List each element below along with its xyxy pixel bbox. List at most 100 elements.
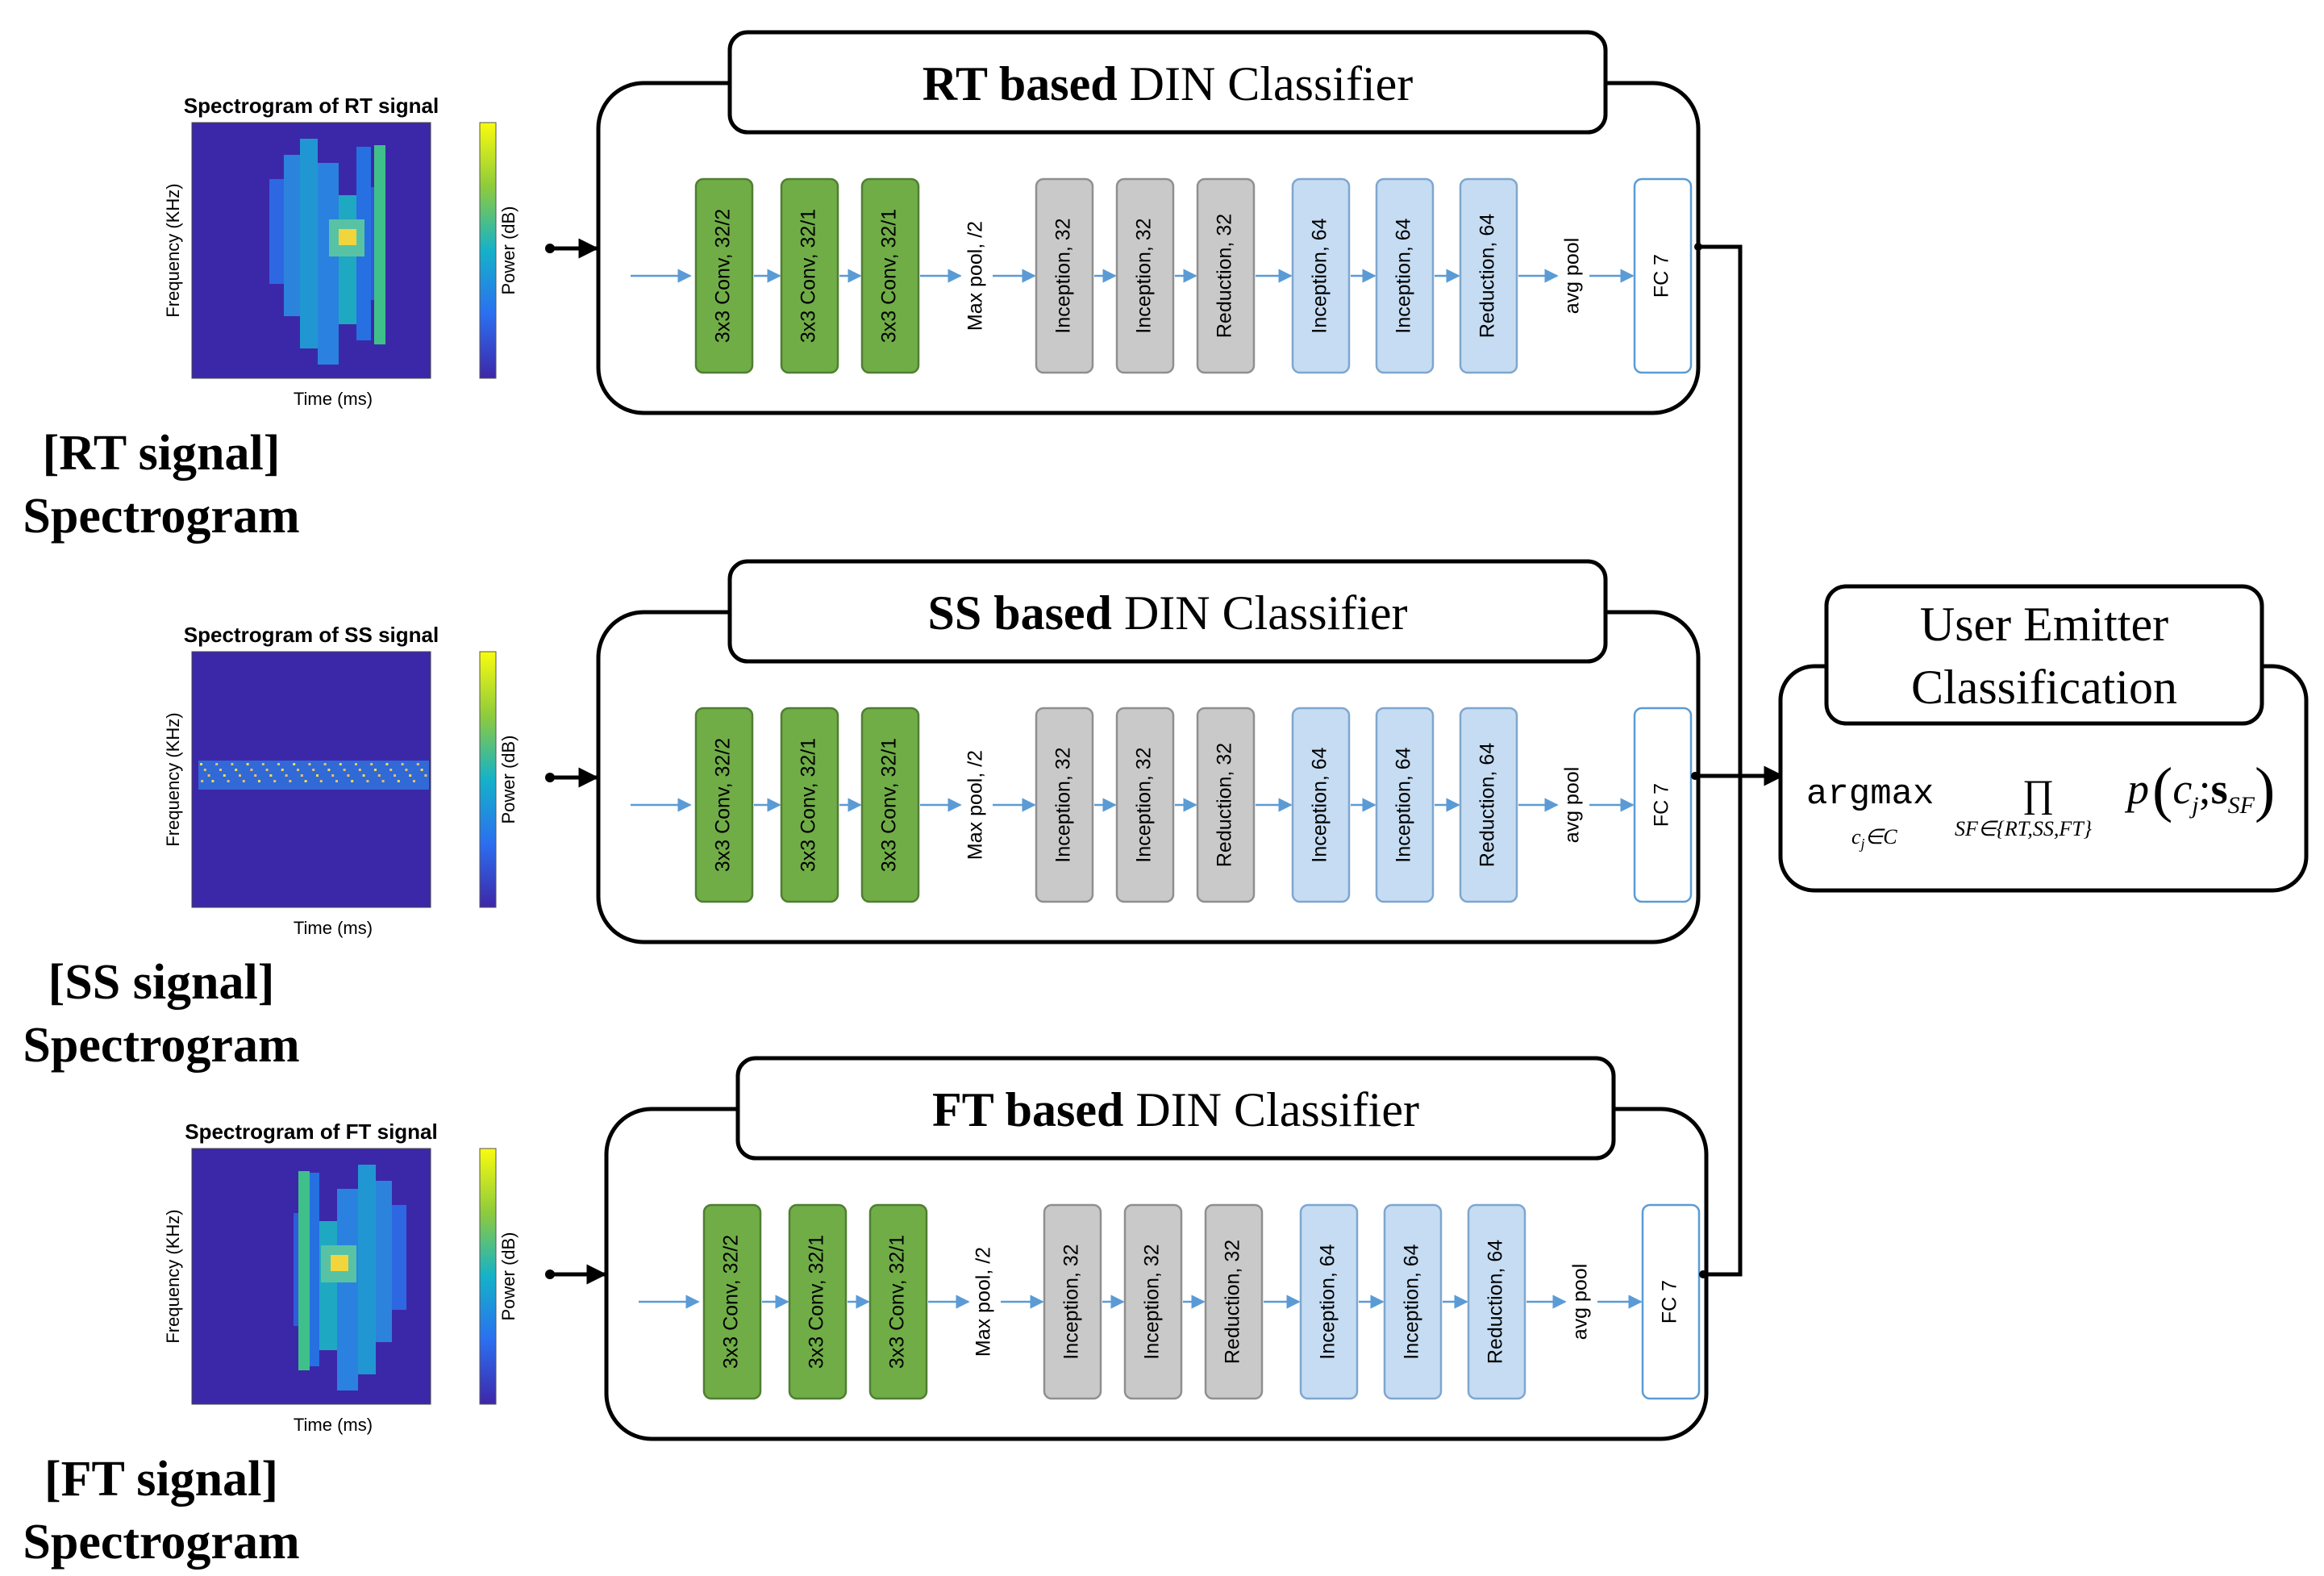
- input-arrow-tail: [545, 773, 555, 782]
- layer-box: [1196, 707, 1256, 903]
- caption-ss: [SS signal]Spectrogram: [23, 955, 299, 1073]
- layer-label: Max pool, /2: [972, 1247, 995, 1357]
- layer-blue-10: Reduction, 64: [1459, 177, 1518, 374]
- layer-box: [1035, 177, 1094, 374]
- classifier-title: FT based DIN Classifier: [932, 1083, 1419, 1136]
- layer-box: [1467, 1203, 1526, 1400]
- layer-label: Reduction, 32: [1222, 1240, 1244, 1364]
- layer-gray-5: Inception, 32: [1035, 177, 1094, 374]
- layer-box: [780, 177, 839, 374]
- layer-box: [1641, 1203, 1701, 1400]
- layer-box: [1375, 177, 1435, 374]
- layer-label: Reduction, 32: [1214, 214, 1236, 338]
- layer-text-11: avg pool: [1561, 238, 1584, 315]
- spectrogram-y-axis-label: Frequency (KHz): [163, 712, 183, 846]
- caption-line1: [RT signal]: [43, 426, 281, 481]
- layer-label: FC 7: [1651, 254, 1673, 298]
- layer-label: Inception, 64: [1401, 1244, 1423, 1359]
- layer-label: Inception, 64: [1393, 218, 1415, 333]
- layer-label: Reduction, 64: [1485, 1240, 1507, 1364]
- spectrogram-x-axis-label: Time (ms): [294, 1415, 373, 1435]
- spectrogram-title: Spectrogram of FT signal: [185, 1119, 438, 1144]
- formula-argmax-subscript: cj∈C: [1851, 825, 1897, 852]
- layer-conv-2: 3x3 Conv, 32/1: [780, 177, 839, 374]
- spectrogram-colorbar: [479, 122, 497, 379]
- layer-gray-7: Reduction, 32: [1196, 177, 1256, 374]
- layer-label: avg pool: [1569, 1264, 1592, 1340]
- classifier-title: SS based DIN Classifier: [927, 586, 1407, 640]
- layer-text-4: Max pool, /2: [964, 221, 987, 331]
- layer-label: Inception, 64: [1317, 1244, 1339, 1359]
- caption-line1: [FT signal]: [44, 1452, 278, 1507]
- layer-label: Inception, 32: [1052, 218, 1075, 333]
- layer-label: 3x3 Conv, 32/1: [886, 1235, 909, 1369]
- layer-gray-6: Inception, 32: [1115, 177, 1175, 374]
- layer-label: Inception, 64: [1309, 218, 1331, 333]
- caption-line2: Spectrogram: [23, 1515, 299, 1570]
- layer-label: 3x3 Conv, 32/1: [798, 209, 820, 343]
- layer-fc-12: FC 7: [1633, 707, 1693, 903]
- layer-gray-7: Reduction, 32: [1196, 707, 1256, 903]
- classifier-ss: SS based DIN Classifier 3x3 Conv, 32/2 3x3…: [596, 559, 1701, 944]
- layer-label: 3x3 Conv, 32/1: [806, 1235, 828, 1369]
- layer-label: 3x3 Conv, 32/2: [720, 1235, 743, 1369]
- layer-label: Inception, 32: [1060, 1244, 1083, 1359]
- layer-label: avg pool: [1561, 767, 1584, 844]
- spectrogram-energy-pattern: [269, 139, 385, 365]
- spectrogram-title: Spectrogram of RT signal: [184, 94, 439, 118]
- layer-blue-9: Inception, 64: [1375, 707, 1435, 903]
- layer-label: Inception, 64: [1309, 747, 1331, 862]
- layer-box: [1299, 1203, 1359, 1400]
- output-block: User Emitter Classification argmax cj∈C …: [1778, 584, 2309, 893]
- layer-box: [1123, 1203, 1183, 1400]
- layer-conv-3: 3x3 Conv, 32/1: [860, 177, 920, 374]
- layer-blue-8: Inception, 64: [1291, 177, 1351, 374]
- spectrogram-colorbar: [479, 651, 497, 908]
- output-connector: [1691, 243, 1785, 1278]
- spectrogram-y-axis-label: Frequency (KHz): [163, 183, 183, 317]
- layer-label: FC 7: [1659, 1280, 1681, 1324]
- layer-conv-2: 3x3 Conv, 32/1: [780, 707, 839, 903]
- caption-rt: [RT signal]Spectrogram: [23, 426, 299, 544]
- layer-box: [702, 1203, 762, 1400]
- layer-box: [1459, 707, 1518, 903]
- layer-blue-8: Inception, 64: [1291, 707, 1351, 903]
- layer-label: Reduction, 32: [1214, 743, 1236, 867]
- layer-box: [1196, 177, 1256, 374]
- caption-line1: [SS signal]: [48, 955, 275, 1010]
- output-title-box: [1824, 584, 2264, 726]
- layer-conv-1: 3x3 Conv, 32/2: [694, 707, 754, 903]
- formula-product-subscript: SF∈{RT,SS,FT}: [1955, 817, 2093, 840]
- layer-box: [1459, 177, 1518, 374]
- decision-formula: argmax cj∈C ∏ SF∈{RT,SS,FT} p(cj;sSF): [1806, 756, 2275, 852]
- layer-blue-8: Inception, 64: [1299, 1203, 1359, 1400]
- spectrogram-colorbar-label: Power (dB): [498, 1232, 519, 1320]
- layer-label: Reduction, 64: [1476, 743, 1499, 867]
- layer-blue-10: Reduction, 64: [1459, 707, 1518, 903]
- layer-label: Inception, 32: [1133, 218, 1156, 333]
- classifier-title: RT based DIN Classifier: [923, 57, 1413, 110]
- layer-box: [694, 707, 754, 903]
- layer-label: 3x3 Conv, 32/2: [712, 738, 735, 872]
- layer-blue-9: Inception, 64: [1383, 1203, 1443, 1400]
- layer-box: [1291, 707, 1351, 903]
- layer-label: Reduction, 64: [1476, 214, 1499, 338]
- spectrogram-x-axis-label: Time (ms): [294, 918, 373, 938]
- layer-blue-9: Inception, 64: [1375, 177, 1435, 374]
- classifier-title-box: [727, 559, 1608, 664]
- classifier-title-box: [727, 30, 1608, 135]
- layer-label: 3x3 Conv, 32/1: [878, 209, 901, 343]
- layer-box: [1383, 1203, 1443, 1400]
- layer-conv-3: 3x3 Conv, 32/1: [868, 1203, 928, 1400]
- spectrogram-y-axis-label: Frequency (KHz): [163, 1209, 183, 1343]
- layer-box: [1633, 707, 1693, 903]
- layer-box: [1633, 177, 1693, 374]
- spectrogram-colorbar-label: Power (dB): [498, 206, 519, 294]
- layer-label: avg pool: [1561, 238, 1584, 315]
- layer-box: [694, 177, 754, 374]
- spectrogram-colorbar: [479, 1148, 497, 1405]
